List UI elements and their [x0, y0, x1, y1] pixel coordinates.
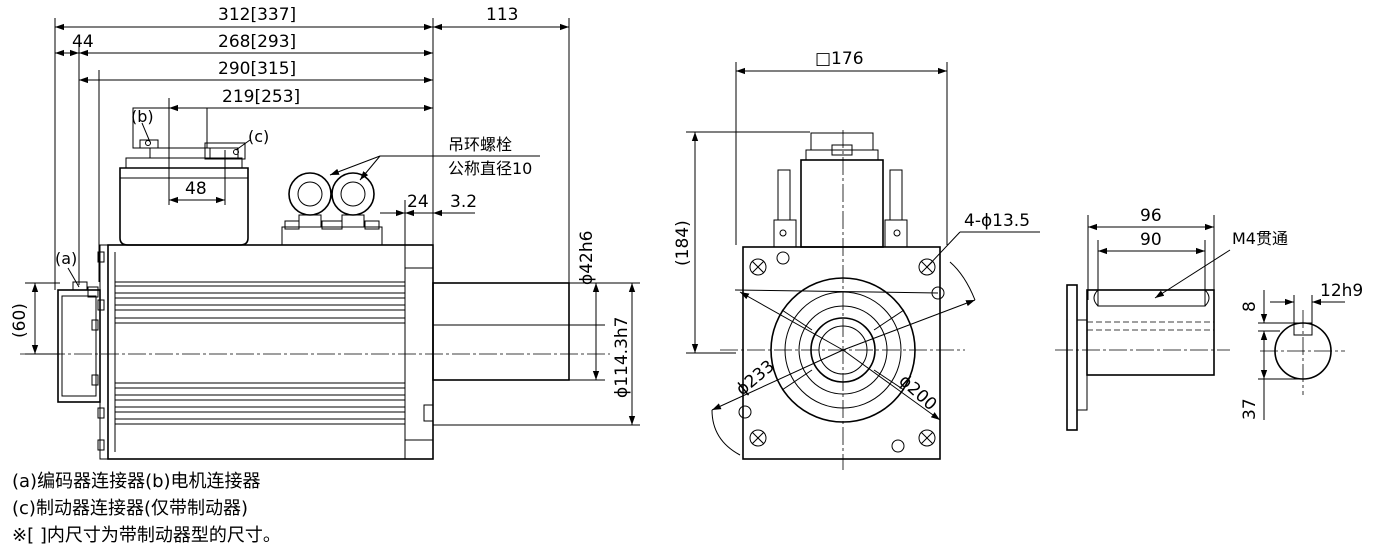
- dim-height-184: (184): [673, 220, 693, 266]
- note-brake-connector: (c)制动器连接器(仅带制动器): [12, 498, 248, 519]
- dim-height-60: (60): [10, 303, 30, 338]
- side-extension-lines: [54, 18, 570, 325]
- dim-268: 268[293]: [218, 32, 296, 52]
- shaft-side: [432, 282, 570, 381]
- dim-90: 90: [1140, 230, 1162, 250]
- motor-body: [97, 244, 434, 460]
- front-view: □176 (184) 4-ϕ13.5 ϕ233 ϕ200: [673, 49, 1040, 470]
- dim-pilot-dia: ϕ114.3h7: [612, 317, 632, 398]
- shaft-detail-view: 96 90 M4贯通 12h9 8 37: [1055, 206, 1363, 431]
- dim-connector-width: 48: [185, 179, 207, 199]
- side-view: 312[337] 113 44 268[293] 290[315] 219[25…: [10, 5, 640, 460]
- dim-thread: M4贯通: [1232, 229, 1288, 248]
- dim-290: 290[315]: [218, 59, 296, 79]
- dim-line-d200: [842, 349, 941, 421]
- eyebolts: [281, 172, 383, 246]
- label-encoder: (a): [55, 249, 77, 268]
- motor-connector: [119, 107, 249, 246]
- dim-3-2: 3.2: [450, 192, 477, 212]
- label-eyebolt-1: 吊环螺栓: [448, 135, 512, 154]
- dim-shaft-length: 113: [486, 5, 518, 25]
- dim-shaft-dia: ϕ42h6: [577, 231, 597, 285]
- label-brake-connector: (c): [248, 127, 269, 146]
- dim-square: □176: [815, 49, 864, 69]
- dim-219: 219[253]: [222, 87, 300, 107]
- dim-holes: 4-ϕ13.5: [964, 211, 1030, 231]
- label-eyebolt-2: 公称直径10: [448, 159, 532, 178]
- notes: (a)编码器连接器(b)电机连接器 (c)制动器连接器(仅带制动器) ※[ ]内…: [12, 468, 281, 549]
- encoder-housing: [57, 281, 101, 403]
- dim-8: 8: [1240, 301, 1260, 312]
- dim-24: 24: [407, 192, 429, 212]
- dim-key-width: 12h9: [1320, 281, 1363, 301]
- note-connectors: (a)编码器连接器(b)电机连接器: [12, 471, 261, 492]
- dim-line-d233: [711, 349, 844, 411]
- dim-overall: 312[337]: [218, 5, 296, 25]
- dim-96: 96: [1140, 206, 1162, 226]
- label-motor-connector: (b): [131, 107, 154, 126]
- dim-left-offset: 44: [72, 32, 94, 52]
- dim-37: 37: [1240, 398, 1260, 420]
- note-brackets: ※[ ]内尺寸为带制动器型的尺寸。: [12, 525, 281, 546]
- front-connector: [773, 132, 908, 248]
